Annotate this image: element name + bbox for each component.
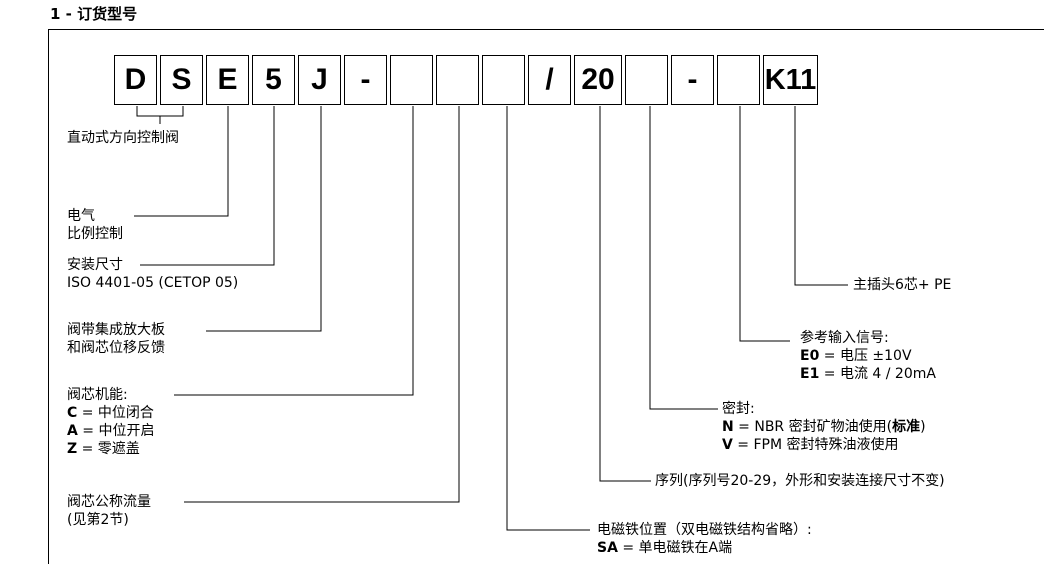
solenoid-sa-code: SA	[597, 540, 618, 556]
leader-ref	[739, 106, 790, 342]
label-ref-e1: E1 = 电流 4 / 20mA	[800, 366, 936, 383]
ref-e0-text: = 电压 ±10V	[819, 348, 912, 364]
seal-n-standard: 标准	[892, 419, 921, 435]
spool-z-text: = 零遮盖	[77, 441, 140, 457]
leader-seal	[649, 106, 718, 410]
spool-c-code: C	[67, 405, 78, 421]
leader-flow	[184, 106, 460, 503]
ref-e1-text: = 电流 4 / 20mA	[819, 366, 936, 382]
code-box-s: S	[160, 55, 203, 105]
ref-e1-code: E1	[800, 366, 820, 382]
label-solenoid-title: 电磁铁位置（双电磁铁结构省略）:	[597, 522, 812, 538]
solenoid-sa-text: = 单电磁铁在A端	[617, 540, 733, 556]
leader-series	[599, 106, 651, 482]
code-box-slash: /	[528, 55, 571, 105]
code-box-dash-1: -	[344, 55, 387, 105]
label-flow-2: (见第2节)	[67, 512, 129, 528]
code-box-dash-2: -	[671, 55, 714, 105]
spool-c-text: = 中位闭合	[77, 405, 154, 421]
spool-a-code: A	[67, 423, 78, 439]
leader-k11	[794, 106, 848, 286]
leader-ds-bracket	[136, 106, 184, 117]
label-mount-2: ISO 4401-05 (CETOP 05)	[67, 275, 239, 291]
label-feedback-1: 阀带集成放大板	[67, 322, 165, 338]
spool-a-text: = 中位开启	[77, 423, 155, 439]
code-box-solenoid	[482, 55, 525, 105]
label-seal-title: 密封:	[722, 401, 755, 417]
seal-n-text: = NBR 密封矿物油使用(	[733, 419, 893, 435]
ref-e0-code: E0	[800, 348, 820, 364]
leader-spool	[174, 106, 414, 396]
label-electric-1: 电气	[67, 208, 95, 224]
label-mount-1: 安装尺寸	[67, 257, 123, 273]
seal-v-code: V	[722, 437, 733, 453]
label-spool-a: A = 中位开启	[67, 423, 154, 440]
seal-n-close: )	[920, 419, 926, 435]
code-box-j: J	[298, 55, 341, 105]
label-seal-v: V = FPM 密封特殊油液使用	[722, 437, 899, 454]
label-spool-title: 阀芯机能:	[67, 387, 128, 403]
code-box-5: 5	[252, 55, 295, 105]
label-ref-title: 参考输入信号:	[800, 330, 889, 346]
label-connector: 主插头6芯+ PE	[853, 277, 952, 293]
seal-v-text: = FPM 密封特殊油液使用	[732, 437, 899, 453]
label-flow-1: 阀芯公称流量	[67, 494, 151, 510]
label-series: 序列(序列号20-29，外形和安装连接尺寸不变)	[655, 473, 945, 489]
label-ref-e0: E0 = 电压 ±10V	[800, 348, 912, 365]
label-electric-2: 比例控制	[67, 226, 123, 242]
code-box-flow	[436, 55, 479, 105]
label-feedback-2: 和阀芯位移反馈	[67, 340, 165, 356]
code-box-spool	[390, 55, 433, 105]
leader-5	[140, 106, 275, 266]
code-box-e: E	[206, 55, 249, 105]
label-direct-valve: 直动式方向控制阀	[67, 130, 179, 146]
code-box-ref	[717, 55, 760, 105]
code-box-d: D	[114, 55, 157, 105]
frame-left-border	[48, 29, 49, 564]
section-title: 1 - 订货型号	[50, 5, 138, 23]
leader-j	[206, 106, 322, 332]
leader-solenoid	[506, 106, 590, 531]
label-spool-c: C = 中位闭合	[67, 405, 154, 422]
code-box-k11: K11	[763, 55, 818, 105]
code-box-seal	[625, 55, 668, 105]
code-box-series: 20	[574, 55, 622, 105]
spool-z-code: Z	[67, 441, 78, 457]
seal-n-code: N	[722, 419, 734, 435]
label-solenoid-sa: SA = 单电磁铁在A端	[597, 540, 732, 557]
frame-top-border	[48, 29, 1044, 30]
label-spool-z: Z = 零遮盖	[67, 441, 140, 458]
leader-e	[134, 106, 229, 217]
label-seal-n: N = NBR 密封矿物油使用(标准)	[722, 419, 926, 436]
